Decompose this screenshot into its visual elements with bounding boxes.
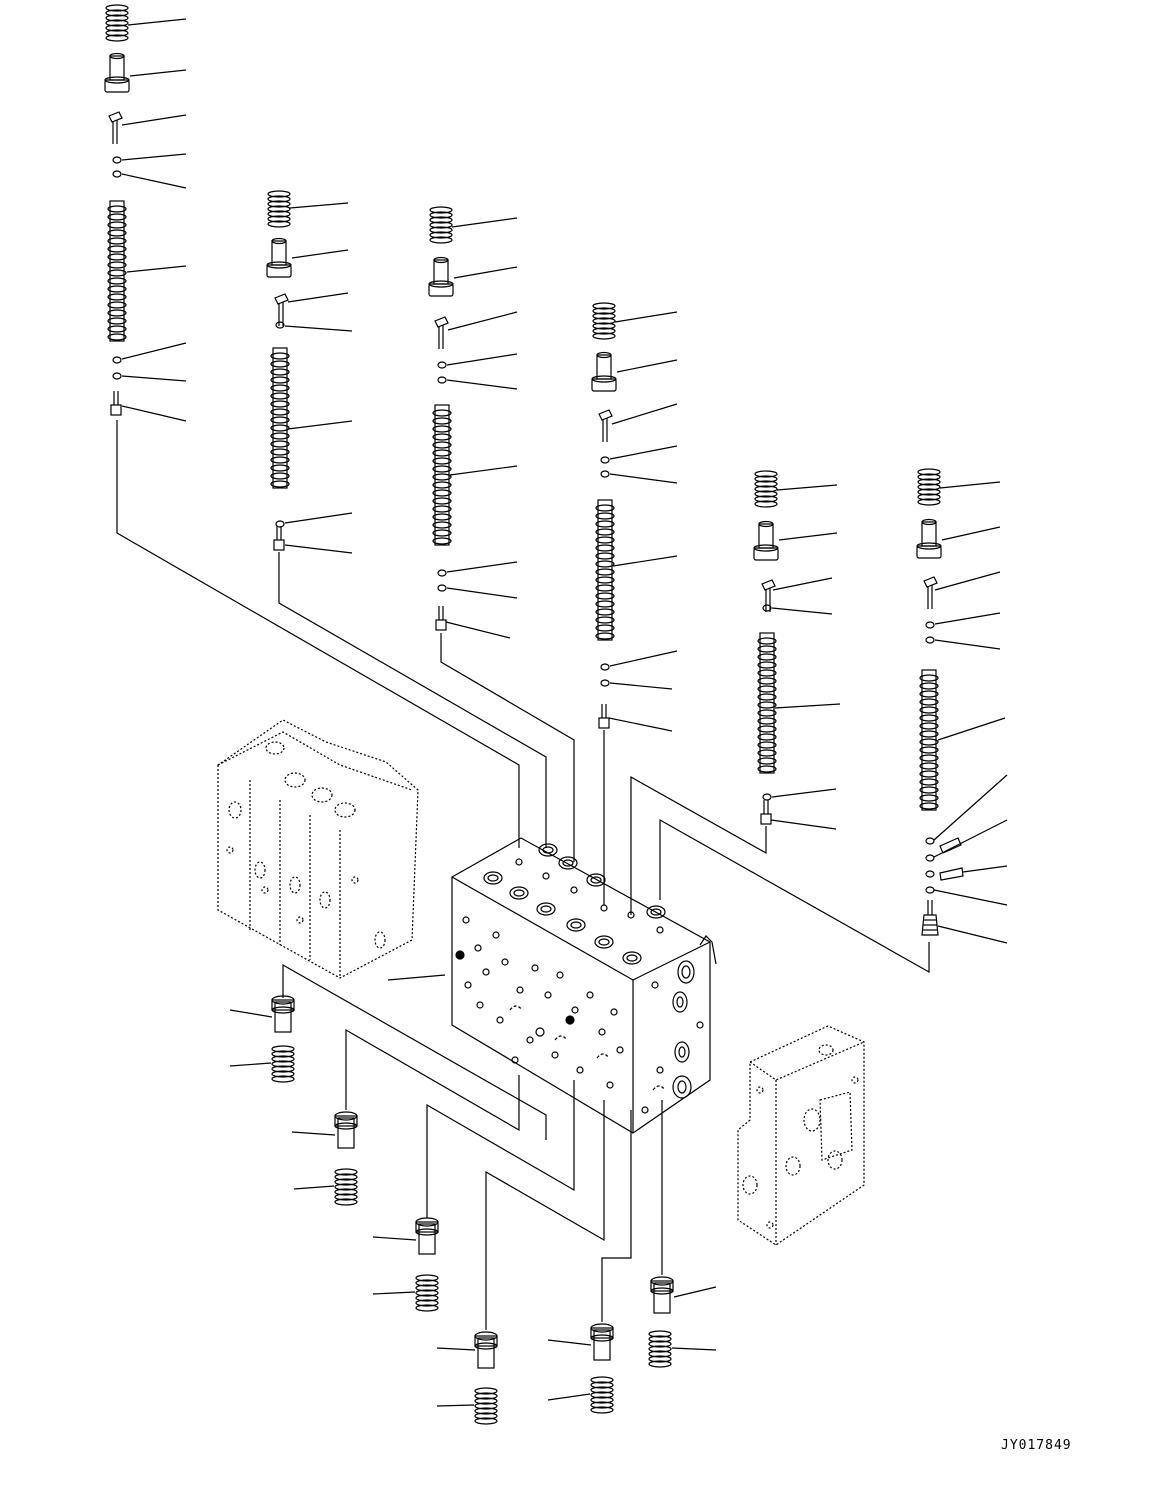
leader-lines-col6: [933, 481, 1008, 944]
oring-4b: [600, 470, 610, 478]
oring-4c: [600, 663, 610, 671]
leader-lines-col2: [284, 202, 353, 554]
bolt-b5: [590, 1323, 614, 1361]
valve-section-housing: [217, 719, 419, 979]
relief-valve-6: [921, 900, 939, 936]
plug-4: [598, 703, 610, 729]
spool-4: [595, 499, 615, 641]
oring-3c: [437, 569, 447, 577]
plunger-6: [939, 837, 964, 881]
spring-4: [592, 302, 616, 340]
pin-4: [598, 409, 613, 443]
drawing-number: JY017849: [1001, 1438, 1072, 1453]
bolt-b6: [650, 1276, 674, 1314]
spring-5: [754, 470, 778, 508]
pin-5: [761, 579, 776, 613]
plug-2: [273, 525, 285, 551]
spring-1: [105, 4, 129, 42]
oring-1d: [112, 372, 122, 380]
spool-cap-1: [104, 52, 130, 93]
spring-3: [429, 206, 453, 244]
oring-1c: [112, 356, 122, 364]
spring-b6: [648, 1330, 672, 1368]
spool-6: [919, 669, 939, 811]
spool-3: [432, 404, 452, 546]
pin-2: [274, 293, 289, 327]
pin-6: [923, 576, 938, 610]
spool-5: [757, 632, 777, 774]
pin-3: [434, 316, 449, 350]
oring-6a: [925, 621, 935, 629]
spool-cap-3: [428, 256, 454, 297]
oring-3a: [437, 361, 447, 369]
oring-3d: [437, 584, 447, 592]
spool-cap-5: [753, 520, 779, 561]
spring-b5: [590, 1376, 614, 1414]
oring-5b: [762, 793, 772, 801]
spool-2: [270, 347, 290, 489]
spring-6: [917, 468, 941, 506]
spring-b1: [271, 1045, 295, 1083]
assembly-lines-lower: [282, 963, 663, 1330]
spring-2: [267, 190, 291, 228]
spool-1: [107, 200, 127, 342]
leader-lines-col4: [608, 311, 678, 732]
leader-lines-col5: [770, 484, 841, 830]
oring-6f: [925, 886, 935, 894]
leader-lines-col1: [121, 18, 187, 422]
oring-4d: [600, 679, 610, 687]
leader-lines-col3: [445, 217, 518, 639]
oring-6c: [925, 837, 935, 845]
oring-3b: [437, 376, 447, 384]
spring-b4: [474, 1387, 498, 1425]
assembly-lines-upper: [116, 420, 930, 974]
control-valve-body: [387, 837, 717, 1134]
oring-1b: [112, 170, 122, 178]
plug-5: [760, 799, 772, 825]
oring-6e: [925, 870, 935, 878]
bolt-b2: [334, 1111, 358, 1149]
leader-lines-bottom: [229, 1009, 717, 1407]
spool-cap-6: [916, 518, 942, 559]
spool-cap-2: [266, 237, 292, 278]
oring-6b: [925, 636, 935, 644]
bolt-b1: [271, 995, 295, 1033]
end-cover: [737, 1025, 865, 1246]
spring-b3: [415, 1274, 439, 1312]
pin-1: [108, 111, 123, 145]
spring-b2: [334, 1168, 358, 1206]
bolt-b4: [474, 1331, 498, 1369]
oring-4a: [600, 456, 610, 464]
spool-cap-4: [591, 351, 617, 392]
oring-6d: [925, 854, 935, 862]
plug-3: [435, 605, 447, 631]
bolt-b3: [415, 1217, 439, 1255]
plug-1: [110, 390, 122, 416]
oring-1a: [112, 156, 122, 164]
leader-body: [387, 974, 446, 981]
